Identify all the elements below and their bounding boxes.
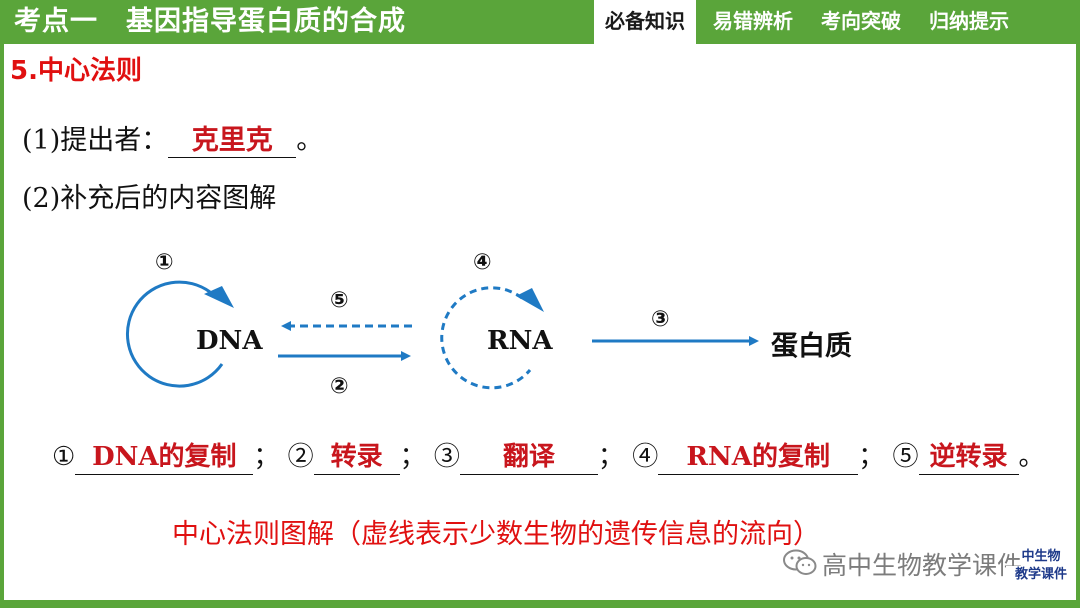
question-1-prefix: (1)提出者：: [22, 125, 169, 156]
course-logo: 中生物 教学课件: [1006, 548, 1076, 588]
answer-3-separator: ；: [597, 442, 624, 472]
logo-line-1: 中生物: [1021, 549, 1061, 564]
frame-left-border: [0, 44, 4, 604]
tab-essential-knowledge[interactable]: 必备知识: [594, 0, 696, 44]
frame-right-border: [1076, 44, 1080, 604]
header-bar: 考点一 基因指导蛋白质的合成 必备知识 易错辨析 考向突破 归纳提示: [0, 0, 1080, 44]
rna-replication-loop: [440, 286, 532, 390]
answer-4-blank: RNA的复制: [658, 440, 859, 475]
question-1-suffix: 。: [296, 125, 324, 156]
dna-node-label: DNA: [196, 326, 263, 356]
central-dogma-diagram: [125, 280, 759, 390]
tab-summary-tips[interactable]: 归纳提示: [929, 9, 1009, 33]
marker-4-rna-replication: ④: [473, 250, 492, 275]
marker-3-translation: ③: [651, 307, 670, 332]
rna-node-label: RNA: [487, 326, 553, 356]
logo-line-2: 教学课件: [1006, 566, 1076, 584]
marker-5-reverse-transcription: ⑤: [330, 288, 349, 313]
answer-3-number: ③: [433, 442, 460, 472]
answer-blank-proposer: 克里克: [168, 125, 297, 158]
tab-bar: 必备知识 易错辨析 考向突破 归纳提示: [594, 0, 1020, 44]
answer-5-number: ⑤: [892, 442, 919, 472]
frame-bottom-border: [0, 600, 1080, 608]
answer-4-separator: ；: [858, 442, 885, 472]
answer-2-number: ②: [287, 442, 314, 472]
section-heading: 5.中心法则: [10, 56, 142, 86]
answer-5-separator: 。: [1018, 442, 1045, 472]
tab-error-analysis[interactable]: 易错辨析: [713, 9, 793, 33]
marker-1-dna-replication: ①: [155, 250, 174, 275]
tab-exam-direction[interactable]: 考向突破: [821, 9, 901, 33]
answer-4-number: ④: [632, 442, 659, 472]
answer-2-separator: ；: [399, 442, 426, 472]
dna-replication-arrowhead: [204, 286, 234, 308]
answer-1-separator: ；: [253, 442, 280, 472]
answer-1-blank: DNA的复制: [75, 440, 254, 475]
wechat-icon: [783, 549, 817, 575]
dna-replication-loop: [125, 280, 224, 388]
question-2: (2)补充后的内容图解: [22, 183, 277, 214]
watermark-text: 高中生物教学课件: [822, 551, 1023, 580]
answer-2-blank: 转录: [313, 440, 400, 475]
marker-2-transcription: ②: [330, 374, 349, 399]
answer-1-number: ①: [52, 442, 76, 472]
answer-5-blank: 逆转录: [918, 440, 1019, 475]
question-1: (1)提出者：克里克。: [22, 118, 323, 158]
answer-3-blank: 翻译: [459, 440, 598, 475]
diagram-caption: 中心法则图解（虚线表示少数生物的遗传信息的流向）: [172, 519, 820, 550]
rna-replication-arrowhead: [516, 288, 544, 312]
protein-node-label: 蛋白质: [771, 331, 852, 362]
page-title: 考点一 基因指导蛋白质的合成: [14, 6, 406, 37]
